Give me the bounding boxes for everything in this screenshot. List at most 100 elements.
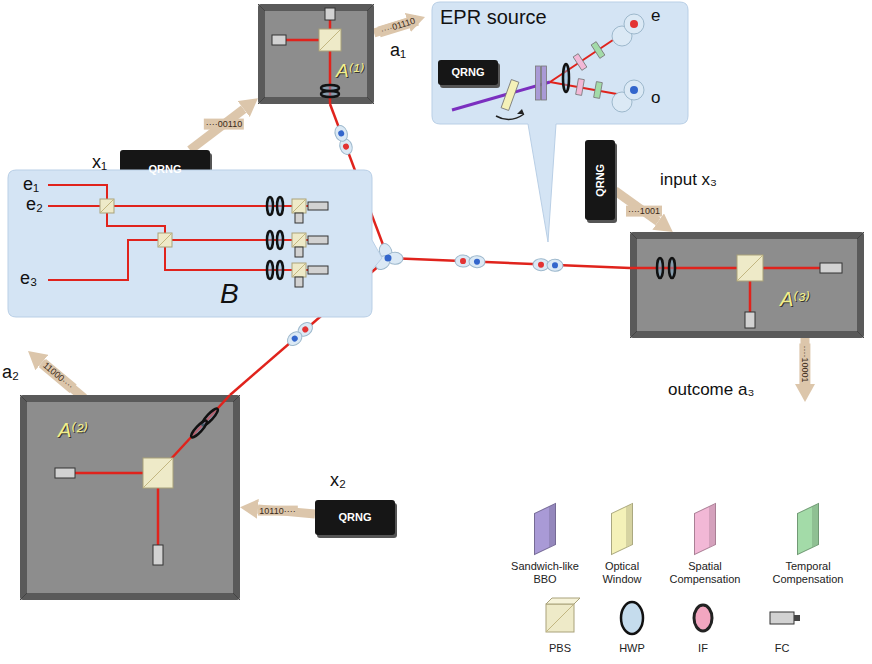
legend-text: Spatial Compensation (663, 560, 747, 585)
pbs-diagonal (292, 199, 306, 213)
fiber-tip (794, 615, 800, 621)
pbs-cube (158, 233, 172, 247)
pbs-diagonal (100, 199, 114, 213)
output-label: a₂ (2, 362, 19, 383)
pbs-cube (292, 199, 306, 213)
port-label: e₂ (26, 194, 43, 215)
port-label: e₃ (20, 268, 37, 289)
laser-beam (286, 39, 319, 42)
photon-dot (337, 130, 345, 138)
rotation-arrow-head (517, 109, 524, 114)
pbs-diagonal (319, 29, 341, 51)
pbs-cube (143, 458, 173, 488)
waveplate (657, 258, 663, 278)
photon-lobe (285, 329, 305, 349)
waveplate (267, 261, 273, 279)
photon-dot (290, 334, 298, 342)
photon-label: o (651, 88, 660, 108)
crystal-slab (501, 80, 519, 111)
photon-dot (460, 258, 466, 264)
legend-swatch (534, 503, 556, 555)
callout-bubble (8, 170, 382, 317)
fiber-coupler (295, 277, 303, 287)
pbs-diagonal (292, 263, 306, 277)
detection-callout-shape (8, 170, 372, 317)
legend-text: FC (752, 642, 812, 655)
device-label: QRNG (452, 66, 485, 79)
legend-text: Temporal Compensation (766, 560, 850, 585)
crystal-slab (542, 66, 547, 100)
qrng-device: QRNG (585, 140, 615, 220)
waveplate (267, 197, 273, 215)
box-floor (265, 11, 367, 97)
pbs-cube (100, 199, 114, 213)
waveplate (277, 197, 283, 215)
pbs-cube (292, 233, 306, 247)
output-arrow (801, 338, 810, 384)
laser-beam (48, 205, 100, 207)
fiber-coupler (325, 8, 335, 20)
fiber-coupler (820, 263, 842, 273)
fiber-coupler (295, 213, 303, 223)
crystal-slab (573, 54, 587, 71)
measurement-box: A⁽³⁾ (630, 232, 864, 338)
output-label: a₁ (390, 40, 406, 61)
photon-dot (342, 143, 350, 151)
photon-dot (474, 259, 480, 265)
qrng-device: QRNG (438, 60, 498, 85)
fiber-coupler (745, 312, 755, 328)
photon-dot (538, 262, 544, 268)
laser-beam (630, 267, 737, 270)
photon-sphere (624, 14, 644, 34)
pbs-cube (292, 263, 306, 277)
crystal-slab (536, 66, 541, 100)
legend-text: Optical Window (591, 560, 653, 585)
photon-pair (285, 320, 316, 349)
waveplate (277, 261, 283, 279)
bit-stream-label: 11000···· (39, 359, 77, 393)
legend-text: PBS (530, 642, 590, 655)
waveplate (621, 602, 643, 634)
input-label: x₂ (330, 470, 346, 491)
waveplate (277, 231, 283, 249)
waveplate (563, 64, 569, 92)
crystal-slab (594, 82, 603, 99)
fiber-coupler (55, 468, 75, 478)
photon-dot (630, 20, 638, 28)
box-edge (20, 395, 240, 600)
box-edge (630, 232, 864, 338)
photon-path (388, 258, 630, 268)
input-arrow (190, 109, 244, 150)
pbs-cube (737, 255, 763, 281)
callout-title: B (220, 278, 239, 310)
party-label: A⁽¹⁾ (336, 60, 364, 82)
pbs-cube (546, 604, 574, 632)
input-label: input x₃ (660, 170, 717, 190)
waveplate (669, 258, 675, 278)
party-label: A⁽²⁾ (58, 419, 88, 442)
photon-sphere (624, 80, 644, 100)
laser-beam (749, 281, 752, 312)
fiber-coupler (308, 202, 328, 210)
fiber-coupler (308, 266, 328, 274)
measurement-box-shape (258, 4, 374, 104)
legend-text: HWP (602, 642, 662, 655)
box-wall (630, 232, 864, 338)
bit-stream-label: ····10001 (800, 343, 811, 384)
laser-beam (114, 205, 292, 207)
pbs-top (546, 598, 580, 604)
bit-stream-label: ····00110 (204, 119, 244, 130)
fiber-coupler (153, 545, 163, 565)
photon-dot (385, 255, 392, 262)
pbs-diagonal (292, 233, 306, 247)
input-label: x₁ (92, 152, 107, 173)
device-label: QRNG (339, 511, 372, 524)
laser-beam (48, 185, 107, 199)
bit-stream-label: ····01110 (377, 15, 418, 37)
box-edge (258, 4, 374, 104)
photon-lobe (469, 255, 485, 268)
fiber-coupler (272, 35, 286, 45)
detection-callout: e₁e₂e₃B (8, 170, 372, 317)
